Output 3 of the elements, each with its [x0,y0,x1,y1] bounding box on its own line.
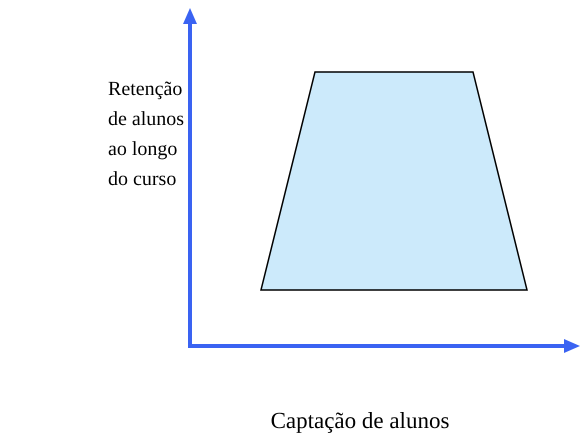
x-axis-label: Captação de alunos [270,407,450,435]
trapezoid-shape [260,71,528,291]
y-axis-label: Retenção de alunos ao longo do curso [108,77,186,192]
